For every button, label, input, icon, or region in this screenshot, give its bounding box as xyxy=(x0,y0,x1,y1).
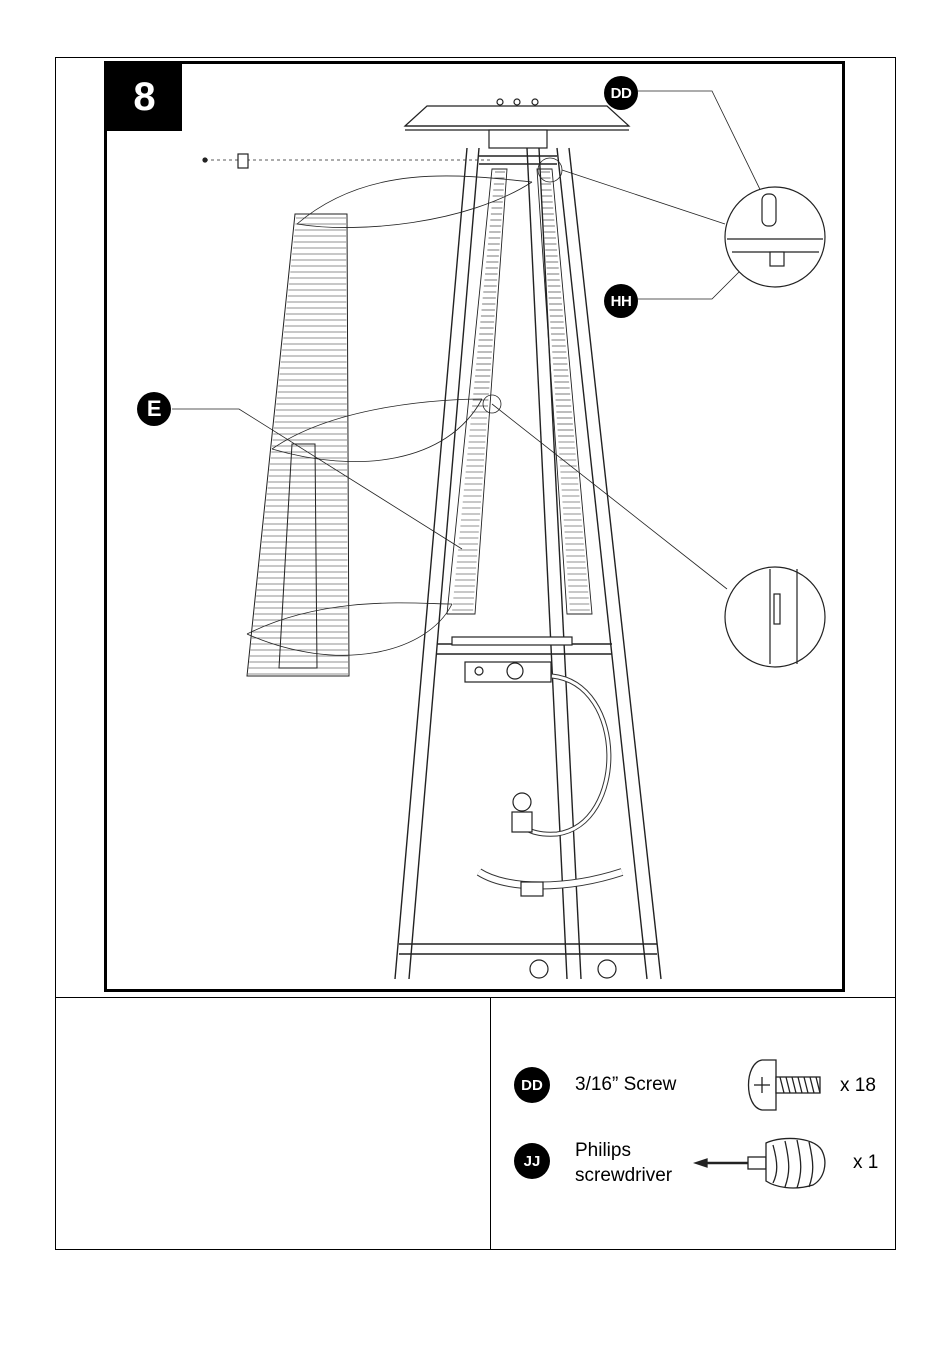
part-qty-screwdriver: x 1 xyxy=(853,1152,878,1174)
heater-frame xyxy=(395,148,661,979)
callout-hh: HH xyxy=(604,284,638,318)
part-badge-jj: JJ xyxy=(514,1143,550,1179)
leader-lines xyxy=(172,91,772,655)
part-qty-screw: x 18 xyxy=(840,1075,876,1097)
strap xyxy=(479,872,622,896)
wheels xyxy=(530,960,616,978)
part-name-screw: 3/16” Screw xyxy=(575,1072,676,1097)
detached-panel xyxy=(247,214,349,676)
part-badge-dd: DD xyxy=(514,1067,550,1103)
screwdriver-icon xyxy=(693,1133,828,1193)
callout-dd: DD xyxy=(604,76,638,110)
gas-hose xyxy=(512,676,609,834)
horizontal-divider xyxy=(55,997,896,998)
callout-e: E xyxy=(137,392,171,426)
detail-view-middle xyxy=(725,567,825,667)
detail-view-top xyxy=(725,187,825,287)
center-glass-panel xyxy=(447,169,592,614)
vertical-divider xyxy=(490,997,491,1250)
heater-illustration xyxy=(107,64,845,992)
part-name-screwdriver: Philips screwdriver xyxy=(575,1138,672,1188)
assembly-diagram: 8 xyxy=(104,61,845,992)
reflector-hood xyxy=(405,99,629,148)
screw-icon xyxy=(742,1055,826,1115)
